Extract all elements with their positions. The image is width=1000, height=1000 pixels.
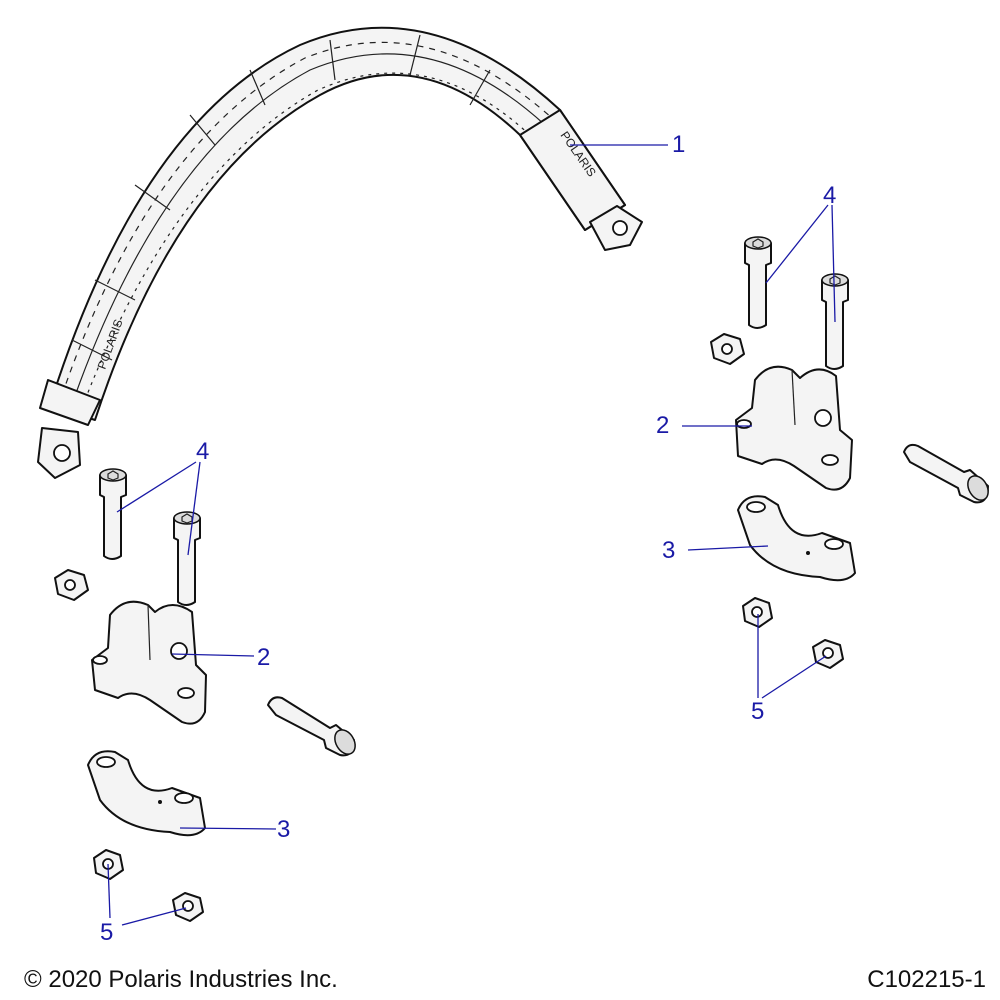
upper-clamp-left <box>91 600 207 725</box>
bolt-left-a <box>99 468 127 560</box>
nut-left-top <box>54 569 89 601</box>
bolt-right-b <box>821 273 849 370</box>
nut-left-a <box>93 849 124 880</box>
callout-4-right: 4 <box>823 182 836 209</box>
callout-5-left: 5 <box>100 919 113 946</box>
copyright-notice: © 2020 Polaris Industries Inc. <box>24 966 338 993</box>
upper-clamp-right <box>735 365 853 491</box>
callout-3-left: 3 <box>277 816 290 843</box>
lower-clamp-right <box>737 495 856 582</box>
bolt-left-b <box>173 511 201 606</box>
battery-cable: POLARIS POLARIS <box>37 26 643 479</box>
callout-4-left: 4 <box>196 438 209 465</box>
bolt-right-horizontal <box>903 443 989 504</box>
lower-clamp-left <box>87 750 206 837</box>
nut-right-a <box>742 597 773 628</box>
nut-right-b <box>812 639 844 669</box>
nut-left-b <box>172 892 204 922</box>
callout-2-left: 2 <box>257 644 270 671</box>
bolt-left-horizontal <box>267 696 356 757</box>
drawing-number: C102215-1 <box>867 966 986 993</box>
callout-1: 1 <box>672 131 685 158</box>
callout-5-right: 5 <box>751 698 764 725</box>
bolt-right-a <box>744 236 772 329</box>
callout-3-right: 3 <box>662 537 675 564</box>
leader-lines <box>107 144 836 926</box>
callout-2-right: 2 <box>656 412 669 439</box>
nut-right-top <box>710 333 745 365</box>
